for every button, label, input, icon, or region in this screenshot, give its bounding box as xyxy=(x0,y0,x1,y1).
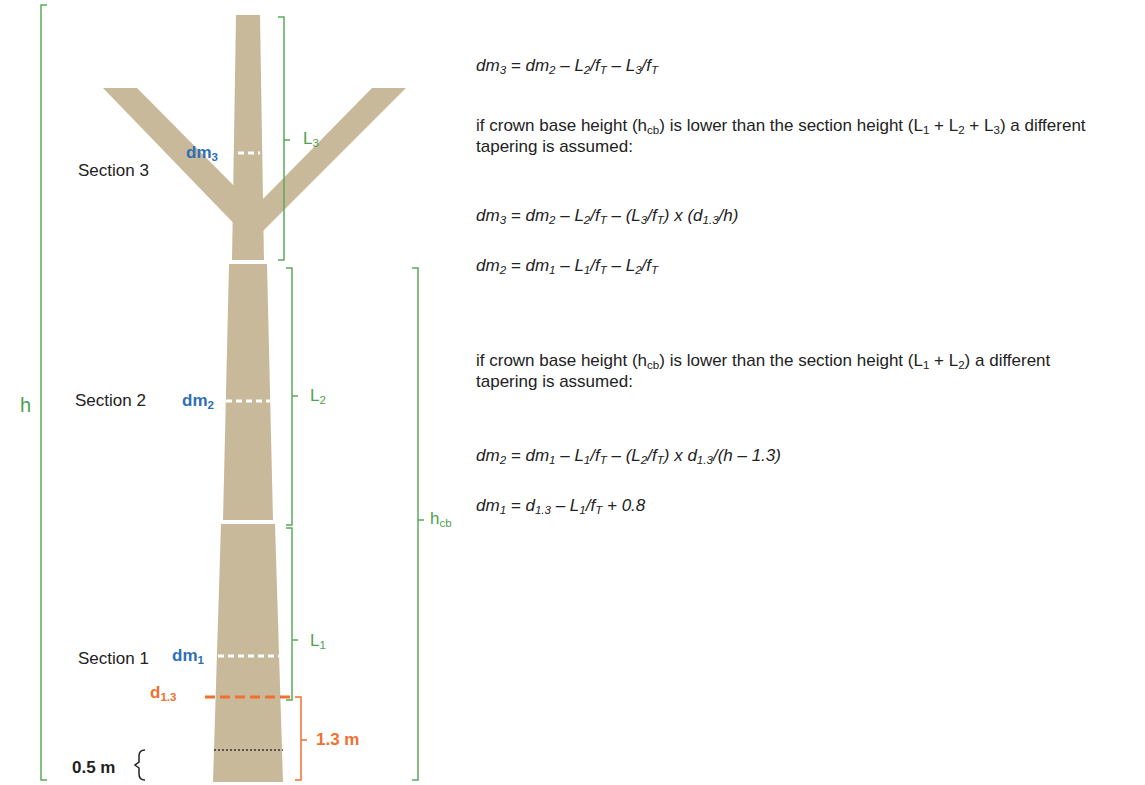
dimension-label: dm2 xyxy=(182,390,214,411)
dimension-label: h xyxy=(20,393,31,418)
d13-line xyxy=(205,696,292,699)
section-3-stem xyxy=(232,15,264,260)
section-1-stem xyxy=(213,524,283,782)
dimension-label: hcb xyxy=(430,508,452,529)
measure-lines xyxy=(218,153,279,656)
dimension-label: Section 2 xyxy=(75,390,146,411)
dimension-label: Section 1 xyxy=(78,648,149,669)
formula: dm3 = dm2 – L2/fT – L3/fT xyxy=(476,55,658,76)
dimension-label: Section 3 xyxy=(78,160,149,181)
dimension-label: L2 xyxy=(310,385,326,406)
dimension-label: L1 xyxy=(310,630,326,651)
ground-line xyxy=(214,749,283,751)
section-2-stem xyxy=(223,264,273,520)
note-text: if crown base height (hcb) is lower than… xyxy=(476,350,1116,393)
dimension-label: dm3 xyxy=(186,142,218,163)
formula: dm2 = dm1 – L1/fT – (L2/fT) x d1.3/(h – … xyxy=(476,445,781,466)
formula: dm1 = d1.3 – L1/fT + 0.8 xyxy=(476,495,645,516)
note-text: if crown base height (hcb) is lower than… xyxy=(476,115,1116,158)
dimension-label: 0.5 m xyxy=(72,757,115,778)
height-bracket xyxy=(295,697,307,780)
formula: dm3 = dm2 – L2/fT – (L3/fT) x (d1.3/h) xyxy=(476,205,738,226)
dimension-label: d1.3 xyxy=(150,682,176,703)
dimension-label: 1.3 m xyxy=(316,729,359,750)
brackets xyxy=(41,5,424,780)
formula: dm2 = dm1 – L1/fT – L2/fT xyxy=(476,255,658,276)
brace xyxy=(135,750,145,780)
dimension-label: dm1 xyxy=(172,645,204,666)
dimension-label: L3 xyxy=(303,128,319,149)
